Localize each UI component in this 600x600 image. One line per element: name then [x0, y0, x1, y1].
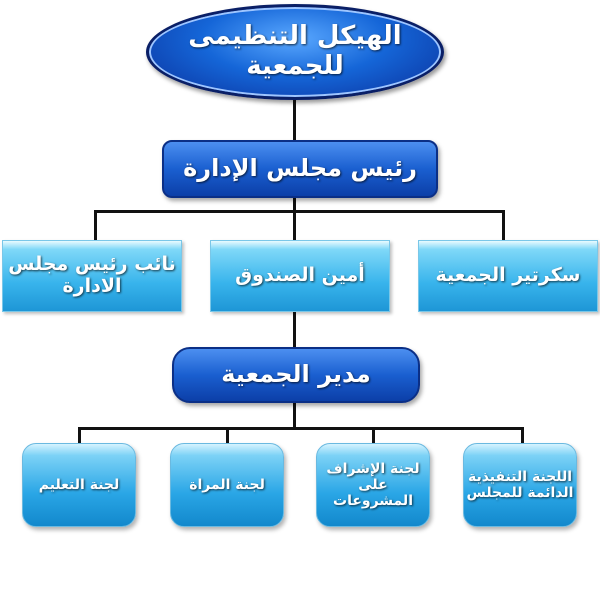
node-vice-chairman: نائب رئيس مجلس الادارة: [2, 240, 182, 312]
node-projects-label-line2: على المشروعات: [333, 476, 413, 510]
connector-treasurer-drop: [293, 210, 296, 240]
node-executive-committee: اللجنة التنفيذية الدائمة للمجلس: [463, 443, 577, 527]
node-projects-committee: لجنة الإشراف على المشروعات: [316, 443, 430, 527]
connector-treasurer-manager: [293, 312, 296, 347]
connector-manager-bus: [293, 403, 296, 429]
node-secretary: سكرتير الجمعية: [418, 240, 598, 312]
node-executive-label-line2: الدائمة للمجلس: [466, 485, 574, 501]
node-executive-label-line1: اللجنة التنفيذية: [467, 468, 573, 485]
node-vice-label-line1: نائب رئيس مجلس: [8, 253, 176, 276]
chart-title-line2: للجمعية: [246, 51, 344, 81]
connector-executive-drop: [521, 427, 524, 443]
connector-vice-drop: [94, 210, 97, 240]
node-chairman: رئيس مجلس الإدارة: [162, 140, 438, 198]
node-treasurer-label: أمين الصندوق: [235, 264, 365, 287]
node-women-label: لجنة المراة: [189, 476, 265, 493]
node-education-committee: لجنة التعليم: [22, 443, 136, 527]
node-education-label: لجنة التعليم: [38, 476, 120, 493]
connector-women-drop: [226, 427, 229, 443]
node-manager: مدير الجمعية: [172, 347, 420, 403]
connector-level2-bus: [94, 210, 505, 213]
connector-education-drop: [78, 427, 81, 443]
connector-chairman-bus: [293, 198, 296, 212]
node-secretary-label: سكرتير الجمعية: [435, 264, 581, 287]
node-women-committee: لجنة المراة: [170, 443, 284, 527]
connector-committee-bus: [78, 427, 524, 430]
connector-secretary-drop: [502, 210, 505, 240]
node-chairman-label: رئيس مجلس الإدارة: [183, 154, 417, 183]
connector-title-chairman: [293, 100, 296, 140]
node-vice-label-line2: الادارة: [62, 275, 122, 297]
chart-title-line1: الهيكل التنظيمى: [188, 21, 402, 52]
connector-projects-drop: [372, 427, 375, 443]
node-manager-label: مدير الجمعية: [221, 360, 371, 389]
chart-title: الهيكل التنظيمى للجمعية: [146, 4, 444, 100]
node-projects-label-line1: لجنة الإشراف: [326, 460, 420, 477]
node-treasurer: أمين الصندوق: [210, 240, 390, 312]
